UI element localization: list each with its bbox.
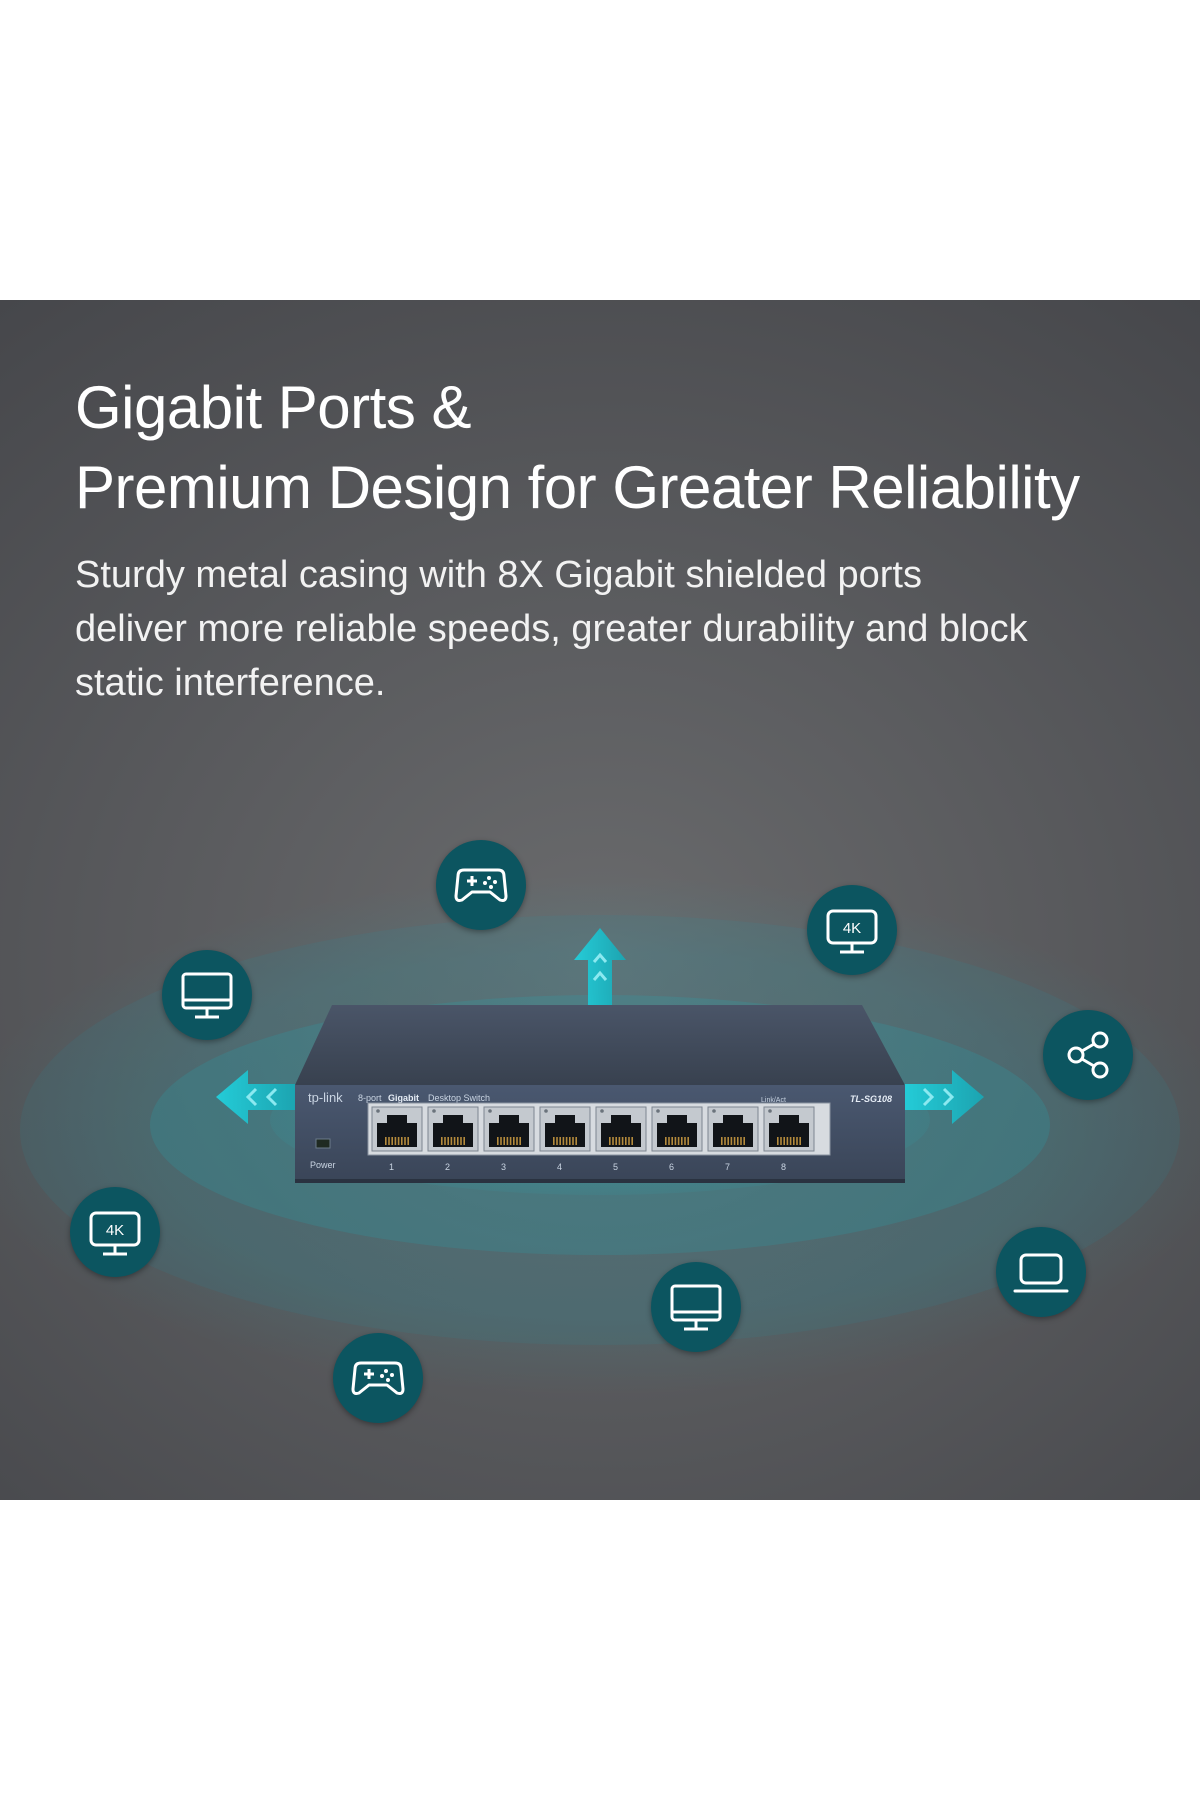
tv-4k-label: 4K bbox=[843, 920, 861, 937]
port-number-label: 4 bbox=[557, 1162, 562, 1172]
badge-monitor-left bbox=[162, 950, 252, 1040]
switch-top bbox=[295, 1005, 905, 1085]
arrow-right-icon bbox=[904, 1070, 984, 1124]
headline-line-1: Gigabit Ports & bbox=[75, 374, 472, 441]
ethernet-port bbox=[651, 1106, 703, 1152]
ethernet-port bbox=[371, 1106, 423, 1152]
ethernet-port bbox=[763, 1106, 815, 1152]
tv-4k-label: 4K bbox=[106, 1222, 124, 1239]
badge-monitor-bottom bbox=[651, 1262, 741, 1352]
badge-tv-4k-left: 4K bbox=[70, 1187, 160, 1277]
share-icon bbox=[1067, 1031, 1109, 1079]
headline: Gigabit Ports & Premium Design for Great… bbox=[75, 368, 1080, 528]
laptop-icon bbox=[1013, 1253, 1069, 1293]
brand-logo: tp-link bbox=[308, 1090, 343, 1105]
port-group: 1 2 3 4 5 6 7 8 bbox=[371, 1106, 815, 1172]
ethernet-port bbox=[539, 1106, 591, 1152]
subtitle: Sturdy metal casing with 8X Gigabit shie… bbox=[75, 554, 1028, 704]
model-label: TL-SG108 bbox=[850, 1094, 892, 1104]
power-led bbox=[315, 1138, 331, 1149]
port-number-label: 7 bbox=[725, 1162, 730, 1172]
port-number-label: 1 bbox=[389, 1162, 394, 1172]
link-act-label: Link/Act bbox=[761, 1097, 786, 1104]
monitor-icon bbox=[670, 1284, 722, 1331]
badge-laptop-right bbox=[996, 1227, 1086, 1317]
badge-tv-4k-top-right: 4K bbox=[807, 885, 897, 975]
ethernet-port bbox=[427, 1106, 479, 1152]
tv-4k-icon: 4K bbox=[89, 1211, 141, 1256]
headline-line-2: Premium Design for Greater Reliability bbox=[75, 454, 1080, 521]
device-description-prefix: 8-port bbox=[358, 1093, 382, 1103]
port-number-label: 2 bbox=[445, 1162, 450, 1172]
port-number-label: 5 bbox=[613, 1162, 618, 1172]
gamepad-icon bbox=[454, 868, 508, 902]
ethernet-port bbox=[707, 1106, 759, 1152]
power-label: Power bbox=[310, 1160, 336, 1170]
badge-gamepad-bottom bbox=[333, 1333, 423, 1423]
monitor-icon bbox=[181, 972, 233, 1019]
gamepad-icon bbox=[351, 1361, 405, 1395]
arrow-left-icon bbox=[216, 1070, 296, 1124]
ethernet-port bbox=[595, 1106, 647, 1152]
port-number-label: 6 bbox=[669, 1162, 674, 1172]
port-number-label: 8 bbox=[781, 1162, 786, 1172]
badge-share-right bbox=[1043, 1010, 1133, 1100]
arrow-up-icon bbox=[574, 928, 626, 1005]
network-switch: tp-link 8-port Gigabit Desktop Switch Li… bbox=[295, 1005, 905, 1183]
port-number-label: 3 bbox=[501, 1162, 506, 1172]
network-illustration: tp-link 8-port Gigabit Desktop Switch Li… bbox=[0, 875, 1200, 1395]
feature-panel: Gigabit Ports & Premium Design for Great… bbox=[0, 300, 1200, 1500]
device-description-suffix: Desktop Switch bbox=[428, 1093, 490, 1103]
tv-4k-icon: 4K bbox=[826, 909, 878, 954]
device-description-bold: Gigabit bbox=[388, 1093, 419, 1103]
badge-gamepad-top bbox=[436, 840, 526, 930]
ethernet-port bbox=[483, 1106, 535, 1152]
